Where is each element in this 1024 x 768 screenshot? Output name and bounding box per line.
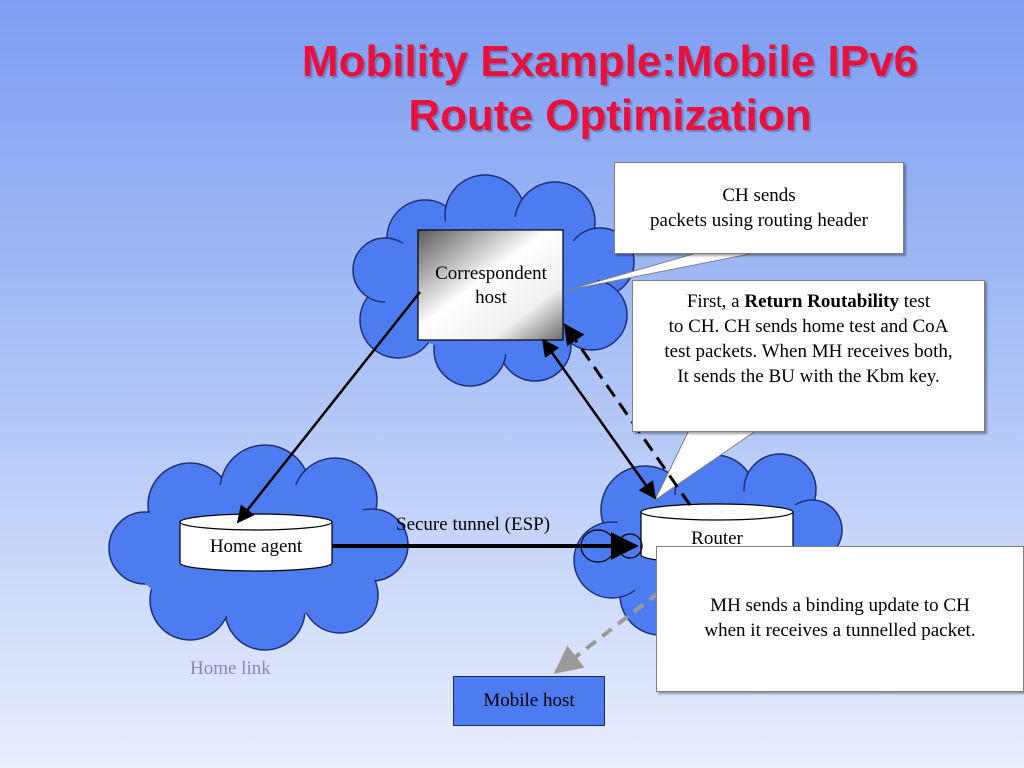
callout-bu-line2: when it receives a tunnelled packet. xyxy=(704,620,976,641)
callout-rr-line3: test packets. When MH receives both, xyxy=(664,341,953,362)
callout-rr-line2: to CH. CH sends home test and CoA xyxy=(668,316,949,337)
correspondent-host-node[interactable] xyxy=(417,229,564,341)
page-title-line2: Route Optimization xyxy=(408,91,812,140)
binding-update-dashed-arrow xyxy=(563,323,692,506)
home-agent-label: Home agent xyxy=(209,536,303,557)
secure-tunnel-label: Secure tunnel (ESP) xyxy=(396,514,551,535)
callout-rr-line4: It sends the BU with the Kbm key. xyxy=(677,366,940,387)
tunnel-end-ring xyxy=(617,533,643,559)
ch-to-home-agent-arrow xyxy=(236,291,421,524)
callout-binding-update: MH sends a binding update to CH when it … xyxy=(656,546,1024,692)
correspondent-host-label-line2: host xyxy=(475,287,507,308)
callout-ch-sends-line1: CH sends xyxy=(722,185,796,206)
mobile-host-node[interactable]: Mobile host xyxy=(453,676,605,726)
correspondent-host-label-line1: Correspondent xyxy=(435,263,547,284)
callout-return-routability: First, a Return Routability test to CH. … xyxy=(632,280,985,432)
router-label: Router xyxy=(691,528,743,549)
callout-rr-prefix: First, a xyxy=(686,291,745,312)
callout-ch-sends-line2: packets using routing header xyxy=(650,210,868,231)
callout-rr-bold: Return Routability xyxy=(744,291,900,312)
callout-bu-line1: MH sends a binding update to CH xyxy=(710,595,970,616)
router-to-mobile-host-arrow xyxy=(553,578,677,674)
home-agent-node[interactable] xyxy=(179,513,333,572)
callout-ch-sends: CH sends packets using routing header xyxy=(614,162,904,254)
home-link-label: Home link xyxy=(190,658,271,679)
correspondent-host-label: Correspondent host xyxy=(420,262,562,310)
callout-rr-suffix: test xyxy=(899,291,931,312)
page-title-line1: Mobility Example:Mobile IPv6 xyxy=(301,37,919,86)
router-to-ch-arrow xyxy=(541,338,657,500)
callout-rr-line1: First, a Return Routability test xyxy=(633,289,984,314)
tunnel-end-ring xyxy=(580,529,616,563)
mobile-host-label: Mobile host xyxy=(483,690,575,711)
